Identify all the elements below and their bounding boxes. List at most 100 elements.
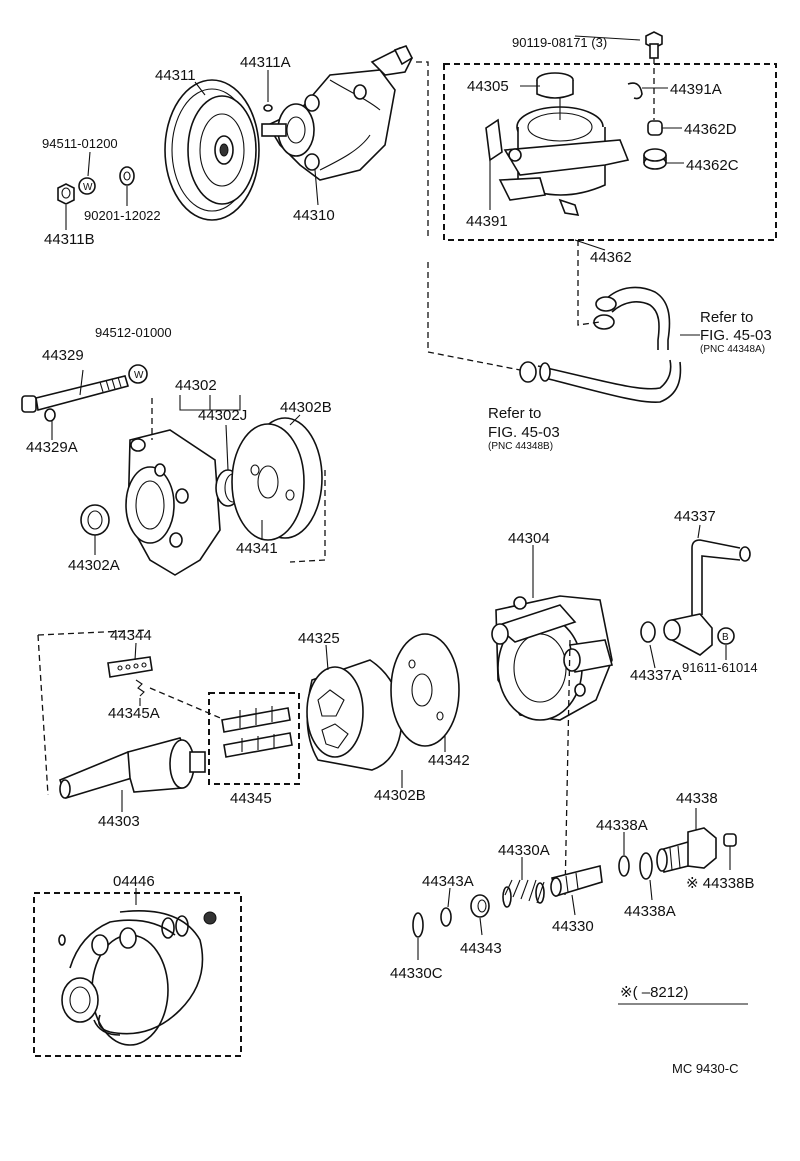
gasket-kit-box bbox=[33, 892, 242, 1057]
washer-44311A bbox=[263, 104, 273, 112]
label-44345: 44345 bbox=[230, 790, 272, 807]
label-44338B: ※ 44338B bbox=[686, 875, 754, 892]
connector-44338 bbox=[656, 827, 717, 873]
reservoir-44362 bbox=[498, 98, 630, 216]
dash-shaft-top bbox=[37, 629, 149, 636]
bolt-44329: W bbox=[21, 364, 148, 422]
plug-44343 bbox=[470, 894, 490, 918]
leader-lines bbox=[51, 35, 731, 960]
ref-left-line2: FIG. 45-03 bbox=[488, 424, 560, 441]
label-44302B-top: 44302B bbox=[280, 399, 332, 416]
label-44338A-top: 44338A bbox=[596, 817, 648, 834]
label-44343A: 44343A bbox=[422, 873, 474, 890]
front-housing-44302 bbox=[125, 429, 221, 576]
label-90119-08171: 90119-08171 (3) bbox=[512, 35, 607, 50]
label-44362C: 44362C bbox=[686, 157, 739, 174]
bolt-90119 bbox=[645, 31, 663, 120]
plate-44341 bbox=[231, 417, 323, 541]
shaft-44303 bbox=[59, 737, 206, 799]
dash-hose-left bbox=[427, 262, 521, 371]
label-44302A: 44302A bbox=[68, 557, 120, 574]
label-44325: 44325 bbox=[298, 630, 340, 647]
cam-ring-44325 bbox=[306, 659, 403, 771]
valve-44330 bbox=[550, 865, 603, 898]
label-44303: 44303 bbox=[98, 813, 140, 830]
dash-plate bbox=[289, 470, 326, 563]
label-44362: 44362 bbox=[590, 249, 632, 266]
footnote: ※( –8212) bbox=[620, 984, 688, 1001]
oil-seal-44302A bbox=[80, 504, 110, 536]
plate-44342 bbox=[390, 633, 460, 747]
label-44329A: 44329A bbox=[26, 439, 78, 456]
label-91611-61014: 91611-61014 bbox=[682, 660, 758, 675]
dash-pump-to-reservoir bbox=[416, 61, 429, 240]
vanes-44345 bbox=[221, 706, 293, 758]
label-44330A: 44330A bbox=[498, 842, 550, 859]
label-44330C: 44330C bbox=[390, 965, 443, 982]
label-44337A: 44337A bbox=[630, 667, 682, 684]
vane-kit-box bbox=[208, 692, 300, 785]
label-44391A: 44391A bbox=[670, 81, 722, 98]
label-04446: 04446 bbox=[113, 873, 155, 890]
hose-left bbox=[519, 359, 682, 404]
diagram-code: MC 9430-C bbox=[672, 1061, 738, 1076]
clip-44391A bbox=[627, 82, 643, 100]
label-44391: 44391 bbox=[466, 213, 508, 230]
label-94512-01000: 94512-01000 bbox=[95, 325, 172, 340]
pump-assembly-44310 bbox=[261, 45, 414, 181]
dash-hose-right bbox=[577, 240, 601, 326]
label-94511-01200: 94511-01200 bbox=[42, 136, 118, 151]
ref-left-line1: Refer to bbox=[488, 405, 541, 422]
label-44342: 44342 bbox=[428, 752, 470, 769]
label-44341: 44341 bbox=[236, 540, 278, 557]
label-44337: 44337 bbox=[674, 508, 716, 525]
label-44310: 44310 bbox=[293, 207, 335, 224]
part-labels: 44311 44311A 94511-01200 90201-12022 443… bbox=[26, 35, 772, 1076]
o-ring-44343A bbox=[440, 907, 452, 927]
grommet-44362D bbox=[647, 120, 663, 136]
dash-valve bbox=[564, 639, 571, 896]
hose-right bbox=[593, 286, 671, 350]
label-44311B: 44311B bbox=[44, 231, 95, 248]
nut-44311B: W bbox=[57, 166, 135, 205]
pulley-44311 bbox=[164, 79, 260, 221]
o-ring-44338A-a bbox=[618, 855, 630, 877]
bolt-44338B bbox=[723, 833, 737, 847]
label-44343: 44343 bbox=[460, 940, 502, 957]
label-90201-12022: 90201-12022 bbox=[84, 208, 161, 223]
label-44338: 44338 bbox=[676, 790, 718, 807]
ref-right-line2: FIG. 45-03 bbox=[700, 327, 772, 344]
label-44362D: 44362D bbox=[684, 121, 737, 138]
label-44344: 44344 bbox=[110, 627, 152, 644]
label-44304: 44304 bbox=[508, 530, 550, 547]
o-ring-44338A-b bbox=[639, 852, 653, 880]
dash-spring bbox=[149, 687, 226, 721]
ref-right-line3: (PNC 44348A) bbox=[700, 344, 765, 355]
label-44302B-mid: 44302B bbox=[374, 787, 426, 804]
reservoir-group-box bbox=[443, 63, 777, 241]
label-44311A: 44311A bbox=[240, 54, 291, 71]
label-44305: 44305 bbox=[467, 78, 509, 95]
label-44311: 44311 bbox=[155, 67, 196, 84]
spring-44345A bbox=[135, 679, 145, 697]
ref-left-line3: (PNC 44348B) bbox=[488, 441, 553, 452]
filter-44391 bbox=[485, 118, 503, 162]
label-44345A: 44345A bbox=[108, 705, 160, 722]
label-44338A-bottom: 44338A bbox=[624, 903, 676, 920]
label-44330: 44330 bbox=[552, 918, 594, 935]
rear-housing-44304 bbox=[491, 595, 614, 721]
ref-right-line1: Refer to bbox=[700, 309, 753, 326]
gasket-kit-04446 bbox=[58, 910, 217, 1046]
plate-44344 bbox=[107, 656, 153, 678]
label-44302J: 44302J bbox=[198, 407, 247, 424]
label-44329: 44329 bbox=[42, 347, 84, 364]
washer-mark-w2: W bbox=[134, 370, 144, 381]
washer-mark-b: B bbox=[722, 632, 729, 643]
spring-44330A bbox=[502, 879, 545, 908]
union-44337: B bbox=[640, 539, 751, 656]
cap-44305 bbox=[536, 72, 574, 99]
grommet-44362C bbox=[643, 148, 667, 170]
snap-ring-44330C bbox=[412, 912, 424, 938]
